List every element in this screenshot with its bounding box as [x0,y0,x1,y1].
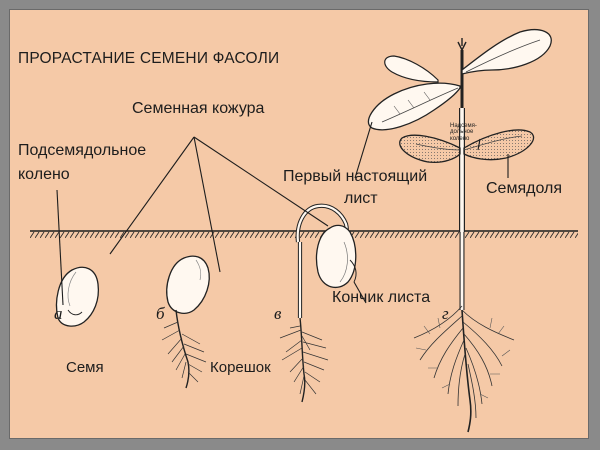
label-leaf-tip: Кончик листа [332,289,431,306]
label-first-true-leaf-line2: лист [344,190,378,207]
seedling-stage-c [279,203,357,403]
leader-lines [56,121,509,306]
label-epicotyl-line1: Надсемя- [450,123,477,129]
label-epicotyl-line2: дольное [450,129,474,136]
label-hypocotyl-line2: колено [18,166,70,183]
stage-label-d: г [442,304,449,323]
label-epicotyl: Надсемя- дольное колено [450,123,486,142]
stage-label-b: б [156,304,165,323]
label-root: Корешок [210,359,271,376]
label-cotyledon: Семядоля [486,180,562,197]
seed-stage-a [55,266,100,327]
label-hypocotyl-line1: Подсемядольное [18,142,147,159]
label-seed-coat: Семенная кожура [132,100,265,117]
diagram-frame: ПРОРАСТАНИЕ СЕМЕНИ ФАСОЛИ Семенная кожур… [9,9,589,439]
label-first-true-leaf-line1: Первый настоящий [283,168,428,185]
diagram-title: ПРОРАСТАНИЕ СЕМЕНИ ФАСОЛИ [18,50,280,67]
stage-label-c: в [274,304,282,323]
plant-stage-d [367,29,552,433]
stage-label-a: а [54,304,63,323]
germination-illustration [30,29,578,433]
label-epicotyl-line3: колено [450,135,470,142]
soil-surface-line [30,230,578,238]
seed-stage-b [161,255,210,389]
label-seed: Семя [66,359,104,376]
